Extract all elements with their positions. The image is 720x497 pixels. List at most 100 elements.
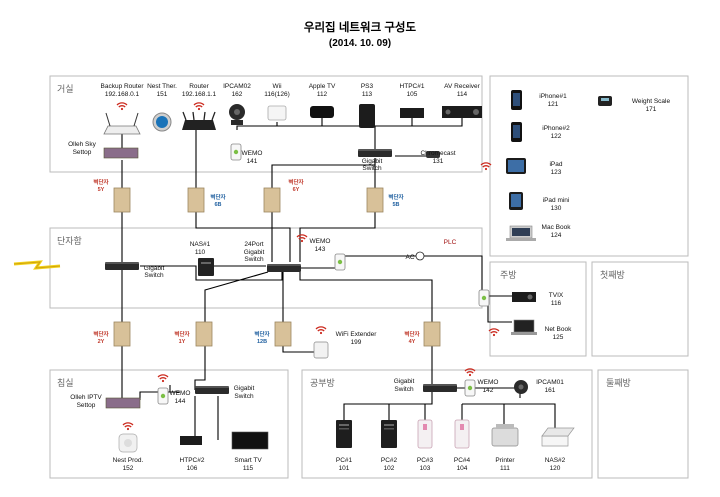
svg-text:152: 152 <box>123 465 134 472</box>
wemo-141: WEMO 141 <box>230 143 263 165</box>
svg-text:Gigabit: Gigabit <box>362 158 383 165</box>
nest-protect: Nest Prod. 152 <box>113 422 144 472</box>
settop-icon <box>105 397 141 409</box>
laptop-icon <box>513 319 535 333</box>
console-icon <box>359 104 375 128</box>
lightning-icon <box>13 260 61 270</box>
htpc1: HTPC#1 105 <box>400 83 425 118</box>
svg-text:AV Receiver: AV Receiver <box>444 83 480 90</box>
svg-text:151: 151 <box>157 91 168 98</box>
svg-text:101: 101 <box>339 465 350 472</box>
svg-text:벽단자: 벽단자 <box>404 330 420 338</box>
room-master <box>49 369 289 479</box>
svg-text:143: 143 <box>315 246 326 253</box>
svg-text:IPCAM02: IPCAM02 <box>223 83 251 90</box>
wall-jack-5y: 벽단자 5Y <box>93 178 131 213</box>
port24-switch: 24Port Gigabit Switch <box>244 241 301 272</box>
ac-outlet: AC PLC <box>405 239 456 261</box>
svg-text:Weight Scale: Weight Scale <box>632 98 671 105</box>
room-label-living: 거실 <box>57 84 74 94</box>
svg-text:TVIX: TVIX <box>549 292 564 299</box>
svg-text:130: 130 <box>551 205 562 212</box>
svg-text:131: 131 <box>433 158 444 165</box>
room-kitchen <box>489 261 587 357</box>
netbook: Net Book 125 <box>488 319 572 341</box>
svg-text:111: 111 <box>500 465 510 472</box>
svg-text:벽단자: 벽단자 <box>288 178 304 186</box>
svg-text:115: 115 <box>243 465 254 472</box>
plc-adapter <box>478 289 490 307</box>
backup-router: Backup Router 192.168.0.1 <box>101 83 144 135</box>
svg-text:Nest Ther.: Nest Ther. <box>147 83 177 90</box>
nest-thermostat: Nest Ther. 151 <box>147 83 177 132</box>
svg-text:Switch: Switch <box>144 272 164 279</box>
tvix: TVIX 116 <box>512 292 564 307</box>
svg-text:벽단자: 벽단자 <box>210 193 226 201</box>
svg-text:12B: 12B <box>257 339 267 345</box>
svg-text:5B: 5B <box>392 202 399 208</box>
svg-text:Mac Book: Mac Book <box>542 224 572 231</box>
olleh-sky-settop: Olleh Sky Settop <box>68 141 139 159</box>
svg-text:106: 106 <box>187 465 198 472</box>
wemo-144: WEMO 144 <box>157 374 190 405</box>
wall-jack-6b: 벽단자 6B <box>187 187 227 213</box>
wall-jack-12b: 벽단자 12B <box>254 321 292 347</box>
svg-text:WEMO: WEMO <box>478 379 499 386</box>
weight-scale: Weight Scale 171 <box>598 96 670 113</box>
svg-text:PC#4: PC#4 <box>454 457 471 464</box>
media-player-icon <box>512 292 536 302</box>
nas-icon <box>541 435 569 447</box>
nas2: NAS#2 120 <box>541 427 575 472</box>
main-router: Router 192.168.1.1 <box>182 83 217 130</box>
pc4: PC#4 104 <box>454 419 471 472</box>
wall-jack-4y: 벽단자 4Y <box>404 321 441 347</box>
room-label-first: 첫째방 <box>600 270 625 280</box>
svg-text:110: 110 <box>195 249 206 256</box>
svg-text:WEMO: WEMO <box>310 238 331 245</box>
pc-icon <box>454 419 470 449</box>
wii-console: Wii 116(126) <box>264 83 290 121</box>
svg-text:Gigabit: Gigabit <box>244 249 265 256</box>
nas1: NAS#1 110 <box>190 241 214 276</box>
plug-icon <box>334 253 346 271</box>
svg-text:NAS#1: NAS#1 <box>190 241 211 248</box>
svg-text:iPhone#2: iPhone#2 <box>542 125 570 132</box>
svg-text:Switch: Switch <box>234 393 254 400</box>
wall-jack-5b: 벽단자 5B <box>366 187 405 213</box>
svg-text:24Port: 24Port <box>244 241 263 248</box>
iphone2: iPhone#2 122 <box>511 122 570 142</box>
svg-text:144: 144 <box>175 398 186 405</box>
svg-text:HTPC#2: HTPC#2 <box>180 457 205 464</box>
switch-icon <box>195 386 229 394</box>
router-icon <box>182 120 216 130</box>
htpc2: HTPC#2 106 <box>180 436 205 472</box>
svg-text:103: 103 <box>420 465 431 472</box>
page-date: (2014. 10. 09) <box>329 38 391 49</box>
svg-text:Nest Prod.: Nest Prod. <box>113 457 144 464</box>
svg-text:Gigabit: Gigabit <box>144 265 165 272</box>
svg-text:Smart TV: Smart TV <box>234 457 262 464</box>
svg-text:114: 114 <box>457 91 468 98</box>
svg-text:WEMO: WEMO <box>242 150 263 157</box>
room-second <box>597 369 689 479</box>
wall-jack-1y: 벽단자 1Y <box>174 321 213 347</box>
svg-text:PS3: PS3 <box>361 83 374 90</box>
ipad: iPad 123 <box>506 158 563 176</box>
plc-label: PLC <box>444 239 457 246</box>
svg-text:121: 121 <box>548 101 559 108</box>
svg-text:104: 104 <box>457 465 468 472</box>
settop-icon <box>103 147 139 159</box>
svg-text:IPCAM01: IPCAM01 <box>536 379 564 386</box>
svg-text:161: 161 <box>545 387 556 394</box>
olleh-iptv-settop: Olleh IPTV Settop <box>70 394 141 409</box>
smart-tv: Smart TV 115 <box>231 431 269 472</box>
nas-icon <box>198 258 214 276</box>
svg-text:2Y: 2Y <box>98 339 105 345</box>
pc1: PC#1 101 <box>336 420 353 472</box>
wall-jack-6y: 벽단자 6Y <box>263 178 305 213</box>
master-gigabit-switch: Gigabit Switch <box>195 385 254 400</box>
switch-icon <box>267 264 301 272</box>
svg-text:116: 116 <box>551 300 562 307</box>
svg-text:벽단자: 벽단자 <box>174 330 190 338</box>
svg-text:WiFi Extender: WiFi Extender <box>336 331 378 338</box>
